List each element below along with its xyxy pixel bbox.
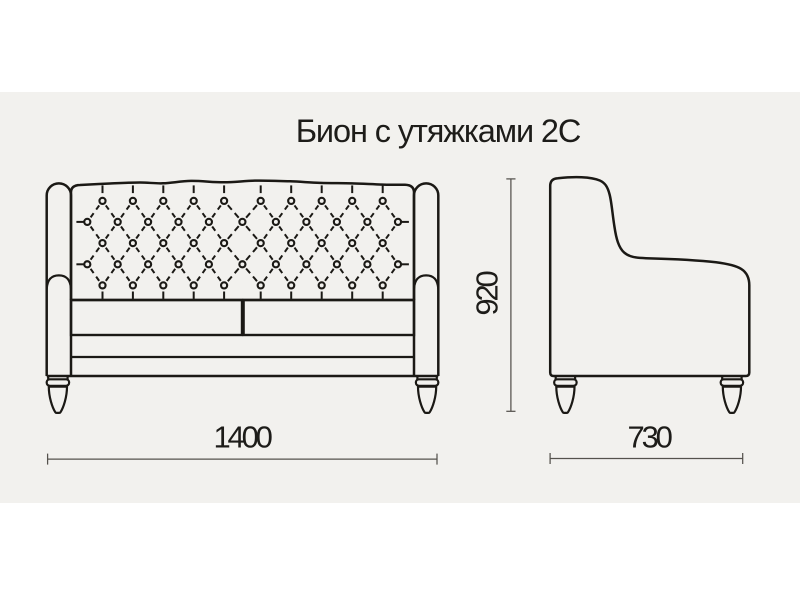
svg-text:1400: 1400	[214, 419, 273, 454]
svg-text:920: 920	[469, 270, 504, 315]
svg-text:730: 730	[628, 419, 673, 454]
svg-text:Бион с утяжками 2С: Бион с утяжками 2С	[296, 113, 581, 149]
